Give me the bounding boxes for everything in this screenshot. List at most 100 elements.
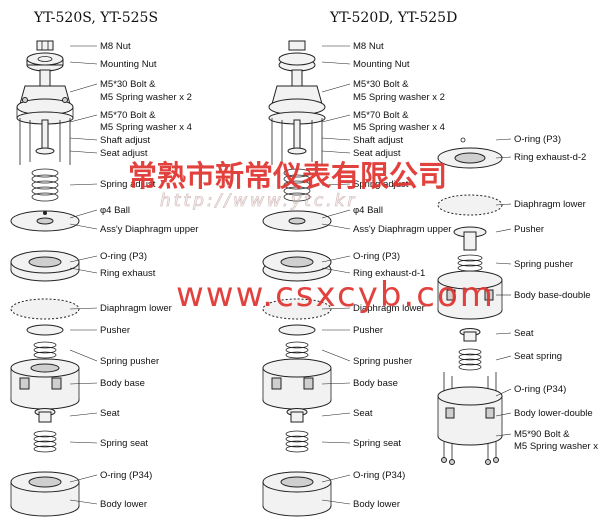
middle-part-leader-line bbox=[321, 255, 351, 263]
left-part-leader-line bbox=[69, 209, 98, 219]
middle-part-leader-line bbox=[321, 412, 351, 417]
left-part-label: Body lower bbox=[100, 499, 147, 510]
left-part-leader-line bbox=[69, 349, 98, 362]
left-part-leader-line bbox=[69, 441, 98, 444]
left-part-label: Shaft adjust bbox=[100, 135, 151, 146]
middle-part-label: Spring adjust bbox=[353, 179, 409, 190]
right-part-label: Body lower-double bbox=[514, 408, 593, 419]
middle-part-leader-line bbox=[321, 499, 351, 505]
right-part-leader-line bbox=[495, 433, 512, 437]
spring-pusher bbox=[33, 341, 57, 359]
middle-part-label: M8 Nut bbox=[353, 41, 384, 52]
right-part-leader-line bbox=[495, 203, 512, 206]
left-part-leader-line bbox=[69, 412, 98, 417]
left-part-label: Spring seat bbox=[100, 438, 148, 449]
right-part-leader-line bbox=[495, 412, 512, 417]
left-part-label: Ring exhaust bbox=[100, 268, 156, 279]
middle-part-label: M5 Spring washer x 2 bbox=[353, 92, 445, 103]
leader-lines bbox=[69, 45, 512, 505]
left-part-label: M5*70 Bolt & bbox=[100, 110, 156, 121]
right-part-label: M5 Spring washer x 6 bbox=[514, 441, 600, 452]
title-single: YT-520S, YT-525S bbox=[33, 10, 158, 26]
right-part-leader-line bbox=[495, 138, 512, 141]
left-part-leader-line bbox=[69, 267, 98, 274]
left-part-label: Mounting Nut bbox=[100, 59, 157, 70]
left-part-leader-line bbox=[69, 114, 98, 123]
left-part-label: Spring adjust bbox=[100, 179, 156, 190]
left-part-label: Pusher bbox=[100, 325, 130, 336]
right-part-label: Body base-double bbox=[514, 290, 591, 301]
right-part-leader-line bbox=[495, 156, 512, 159]
left-part-label: M8 Nut bbox=[100, 41, 131, 52]
ring-exhaust bbox=[10, 250, 80, 282]
left-part-label: Diaphragm lower bbox=[100, 303, 172, 314]
left-part-label: O-ring (P34) bbox=[100, 470, 152, 481]
left-part-label: O-ring (P3) bbox=[100, 251, 147, 262]
right-part-label: Diaphragm lower bbox=[514, 199, 586, 210]
left-part-leader-line bbox=[69, 183, 98, 186]
right-part-leader-line bbox=[495, 332, 512, 335]
right-part-label: Spring pusher bbox=[514, 259, 573, 270]
middle-part-label: M5*30 Bolt & bbox=[353, 79, 409, 90]
top-cap bbox=[16, 69, 74, 165]
left-part-leader-line bbox=[69, 307, 98, 310]
left-part-label: Body base bbox=[100, 378, 145, 389]
left-part-leader-line bbox=[69, 150, 98, 154]
middle-part-label: Diaphragm lower bbox=[353, 303, 425, 314]
seat bbox=[34, 408, 56, 423]
right-part-leader-line bbox=[495, 228, 512, 233]
middle-part-label: O-ring (P3) bbox=[353, 251, 400, 262]
left-part-leader-line bbox=[69, 382, 98, 385]
middle-part-leader-line bbox=[321, 267, 351, 274]
right-part-label: Pusher bbox=[514, 224, 544, 235]
middle-part-label: Body base bbox=[353, 378, 398, 389]
middle-part-label: Seat bbox=[353, 408, 373, 419]
middle-part-leader-line bbox=[321, 474, 351, 483]
left-part-label: Seat bbox=[100, 408, 120, 419]
body-base bbox=[10, 358, 80, 410]
middle-part-leader-line bbox=[321, 441, 351, 444]
right-part-label: Seat bbox=[514, 328, 534, 339]
middle-part-leader-line bbox=[321, 307, 351, 310]
body-lower bbox=[10, 471, 80, 517]
middle-part-leader-line bbox=[321, 61, 351, 65]
middle-part-label: Body lower bbox=[353, 499, 400, 510]
middle-part-leader-line bbox=[321, 137, 351, 141]
left-part-leader-line bbox=[69, 474, 98, 483]
left-part-label: φ4 Ball bbox=[100, 205, 130, 216]
middle-part-leader-line bbox=[321, 83, 351, 93]
left-part-label: Spring pusher bbox=[100, 356, 159, 367]
middle-part-leader-line bbox=[321, 183, 351, 186]
diaphragm-upper bbox=[10, 210, 80, 232]
middle-part-label: Pusher bbox=[353, 325, 383, 336]
left-part-leader-line bbox=[69, 255, 98, 263]
middle-part-label: Shaft adjust bbox=[353, 135, 404, 146]
middle-part-label: Seat adjust bbox=[353, 148, 401, 159]
watermark-url-ytc: http://www.ytc.kr bbox=[160, 191, 357, 211]
left-part-leader-line bbox=[69, 83, 98, 93]
left-part-leader-line bbox=[69, 137, 98, 141]
middle-part-label: φ4 Ball bbox=[353, 205, 383, 216]
middle-part-label: Mounting Nut bbox=[353, 59, 410, 70]
right-part-label: O-ring (P3) bbox=[514, 134, 561, 145]
left-parts bbox=[10, 40, 80, 517]
spring-seat bbox=[33, 430, 57, 453]
left-part-label: Seat adjust bbox=[100, 148, 148, 159]
right-part-label: O-ring (P34) bbox=[514, 384, 566, 395]
middle-part-leader-line bbox=[321, 114, 351, 123]
middle-part-leader-line bbox=[321, 150, 351, 154]
pusher bbox=[26, 324, 64, 336]
left-part-label: M5*30 Bolt & bbox=[100, 79, 156, 90]
right-part-leader-line bbox=[495, 355, 512, 361]
middle-part-leader-line bbox=[321, 209, 351, 219]
title-double: YT-520D, YT-525D bbox=[329, 10, 457, 26]
middle-part-label: Ring exhaust-d-1 bbox=[353, 268, 425, 279]
middle-parts bbox=[262, 40, 332, 517]
middle-part-leader-line bbox=[321, 223, 351, 230]
left-part-label: M5 Spring washer x 4 bbox=[100, 122, 192, 133]
